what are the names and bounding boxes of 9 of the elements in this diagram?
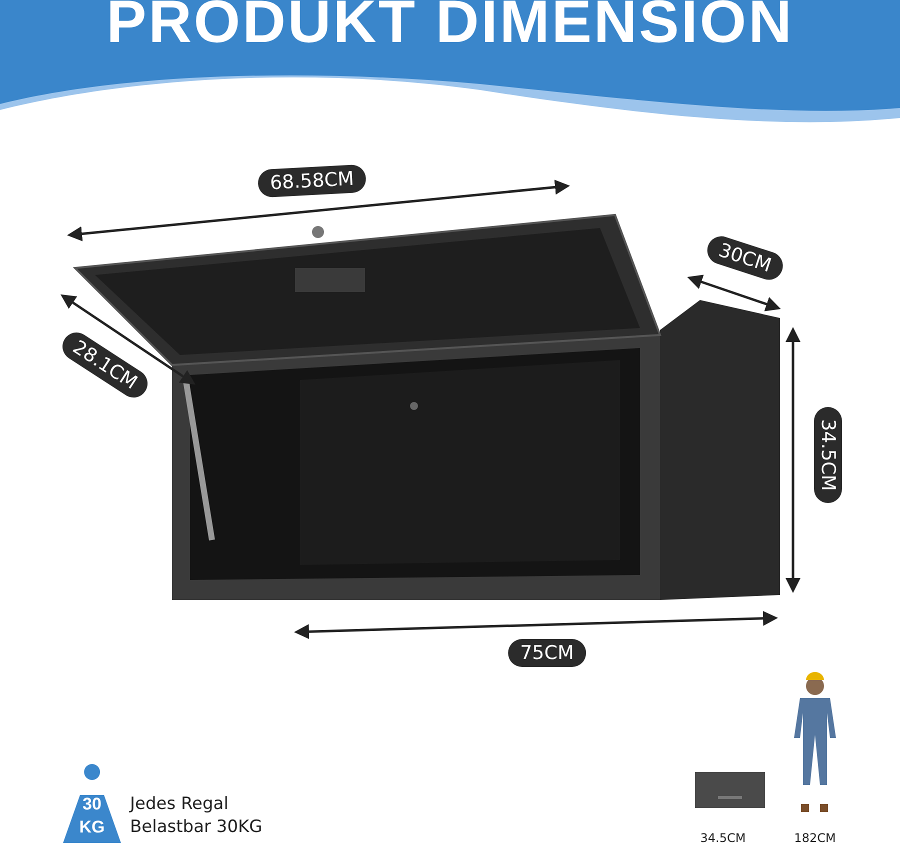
size-label: 34.5CM xyxy=(700,830,746,846)
dimension-label: 75CM xyxy=(508,639,586,667)
weight-label: 30 xyxy=(82,796,102,812)
dimension-label: 34.5CM xyxy=(814,407,842,503)
weight-label: KG xyxy=(79,818,105,836)
page-title: PRODUKT DIMENSION xyxy=(105,0,795,57)
size-label: 182CM xyxy=(794,830,836,846)
load-note: Jedes Regal Belastbar 30KG xyxy=(130,793,264,839)
dimension-label: 68.58CM xyxy=(257,164,367,198)
